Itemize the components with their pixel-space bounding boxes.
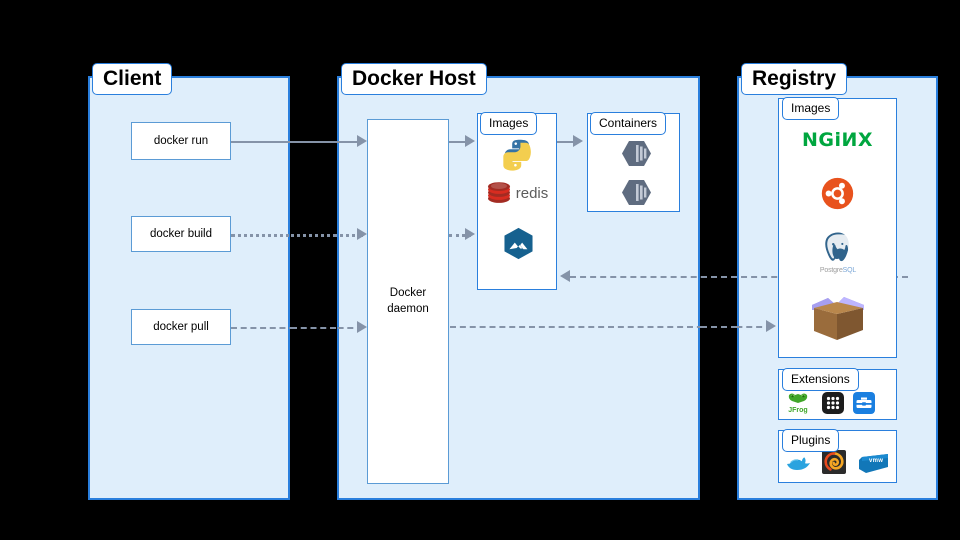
postgresql-logo: PostgreSQL [812, 228, 864, 276]
docker-run-label: docker run [153, 135, 209, 147]
redis-icon: redis [485, 180, 550, 206]
container-icon [620, 178, 652, 206]
images-to-containers-arrow [573, 135, 583, 147]
docker-host-zone-title: Docker Host [341, 63, 487, 95]
registry-plugins-box-title: Plugins [782, 429, 840, 452]
spiral-icon [822, 450, 846, 474]
docker-pull-label: docker pull [153, 321, 209, 333]
daemon-to-images-build-line [449, 234, 471, 237]
docker-daemon-box: Docker daemon [367, 119, 449, 484]
open-box-icon [805, 292, 871, 344]
postgresql-label: PostgreSQL [819, 267, 857, 274]
registry-pull-gutter-segment [701, 326, 737, 328]
docker-pull-to-daemon-arrow [357, 321, 367, 333]
vmware-label: vmw [869, 458, 884, 464]
nginx-label: NGiNX [801, 128, 874, 151]
registry-to-images-arrow [560, 270, 570, 282]
registry-return-gutter-segment [701, 276, 737, 278]
registry-extensions-box-title: Extensions [782, 368, 859, 391]
toolbox-icon [853, 392, 875, 414]
daemon-to-registry-pull-arrow [766, 320, 776, 332]
docker-build-gutter-segment [291, 234, 336, 237]
python-icon [500, 137, 536, 173]
docker-run-box[interactable]: docker run [131, 122, 231, 160]
docker-pull-gutter-segment [291, 327, 336, 329]
gutter-client-host [291, 60, 336, 520]
ubuntu-logo [820, 176, 854, 210]
docker-pull-box[interactable]: docker pull [131, 309, 231, 345]
host-containers-box-title: Containers [590, 112, 667, 135]
docker-build-label: docker build [149, 228, 212, 240]
docker-run-gutter-segment [291, 141, 336, 143]
container-icon [620, 139, 652, 167]
alpine-icon [501, 226, 535, 260]
grid-dots-icon [822, 392, 844, 414]
daemon-to-registry-pull-line [450, 326, 772, 328]
client-zone-title: Client [92, 63, 173, 95]
redis-label: redis [515, 184, 549, 202]
jfrog-icon: JFrog [784, 390, 812, 415]
docker-daemon-label-line2: daemon [387, 302, 429, 315]
docker-build-box[interactable]: docker build [131, 216, 231, 252]
daemon-to-images-arrow [465, 135, 475, 147]
jfrog-label: JFrog [788, 406, 808, 414]
whale-icon [784, 452, 814, 476]
registry-zone-title: Registry [741, 63, 848, 95]
images-to-containers-line [557, 141, 579, 143]
docker-run-to-daemon-arrow [357, 135, 367, 147]
nginx-logo: NGiNX [790, 128, 885, 152]
registry-to-images-line [570, 276, 908, 278]
registry-images-box-title: Images [782, 97, 840, 120]
daemon-to-images-build-arrow [465, 228, 475, 240]
daemon-to-images-line [449, 141, 471, 143]
docker-daemon-label-line1: Docker [389, 286, 427, 299]
gutter-host-registry [701, 60, 736, 520]
vmware-icon: vmw [857, 452, 891, 474]
host-images-box-title: Images [480, 112, 538, 135]
docker-build-to-daemon-arrow [357, 228, 367, 240]
